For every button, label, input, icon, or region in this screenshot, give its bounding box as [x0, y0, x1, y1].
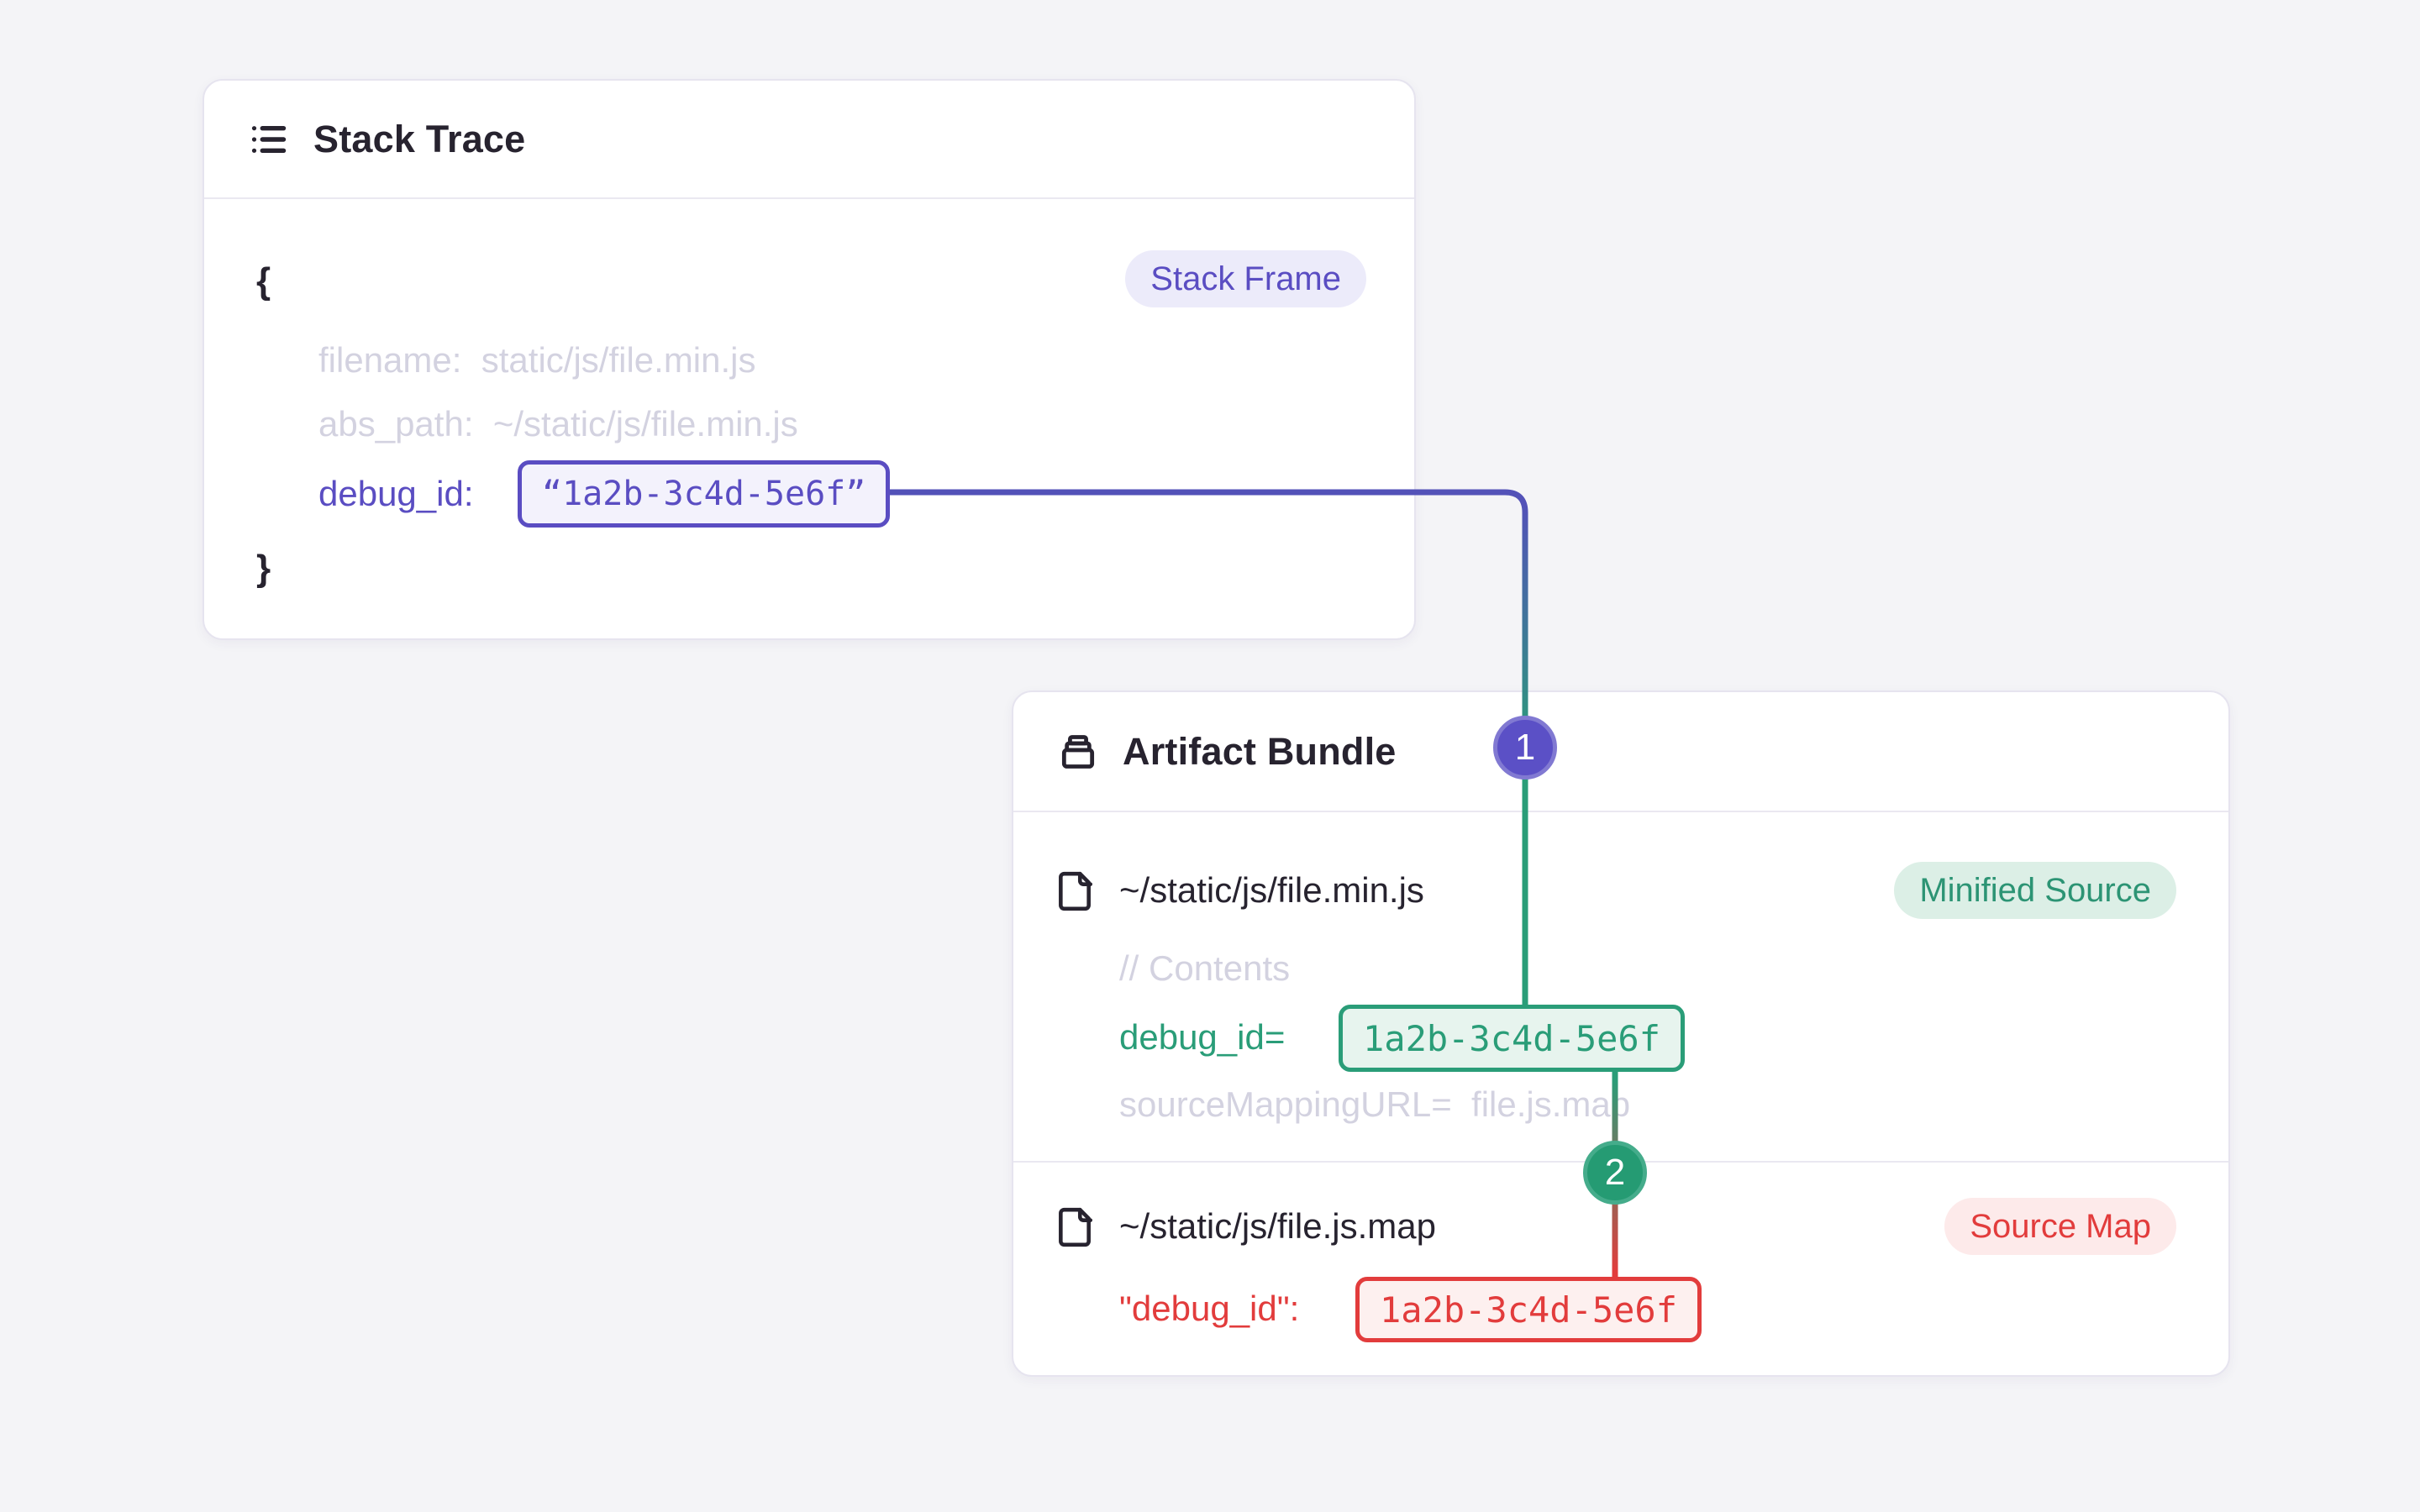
map-debug-id-value-box: 1a2b-3c4d-5e6f: [1355, 1277, 1702, 1342]
sourcemap-file-name: ~/static/js/file.js.map: [1119, 1206, 1436, 1246]
close-brace: }: [256, 548, 271, 589]
source-map-badge: Source Map: [1944, 1198, 2176, 1255]
open-brace: {: [256, 260, 271, 302]
minified-file-name: ~/static/js/file.min.js: [1119, 870, 1424, 910]
minified-source-badge: Minified Source: [1894, 862, 2176, 919]
file-icon: [1054, 1206, 1096, 1248]
artifact-bundle-card: Artifact Bundle ~/static/js/file.min.js …: [1012, 690, 2230, 1377]
bundle-debug-id-value-box: 1a2b-3c4d-5e6f: [1339, 1005, 1686, 1072]
stack-trace-title: Stack Trace: [313, 117, 526, 160]
list-icon: [248, 118, 290, 160]
stack-trace-card: Stack Trace { Stack Frame filename: stat…: [203, 79, 1416, 640]
source-mapping-line: sourceMappingURL= file.js.map: [1119, 1084, 1631, 1124]
bundle-debug-id-label: debug_id=: [1119, 1017, 1286, 1057]
stack-trace-header: Stack Trace: [204, 81, 1414, 199]
step-2-circle: 2: [1583, 1141, 1647, 1205]
bundle-stack-icon: [1057, 731, 1099, 773]
artifact-bundle-header: Artifact Bundle: [1013, 692, 2228, 812]
file-icon: [1054, 870, 1096, 912]
artifact-bundle-title: Artifact Bundle: [1123, 729, 1397, 773]
step-1-circle: 1: [1493, 716, 1557, 780]
abs-path-line: abs_path: ~/static/js/file.min.js: [318, 404, 798, 444]
debug-id-label: debug_id:: [318, 474, 474, 513]
filename-line: filename: static/js/file.min.js: [318, 340, 756, 380]
map-debug-id-label: "debug_id":: [1119, 1289, 1300, 1328]
stack-frame-badge: Stack Frame: [1125, 250, 1366, 307]
contents-comment: // Contents: [1119, 948, 1291, 988]
debug-id-value-box: “1a2b-3c4d-5e6f”: [518, 460, 891, 528]
